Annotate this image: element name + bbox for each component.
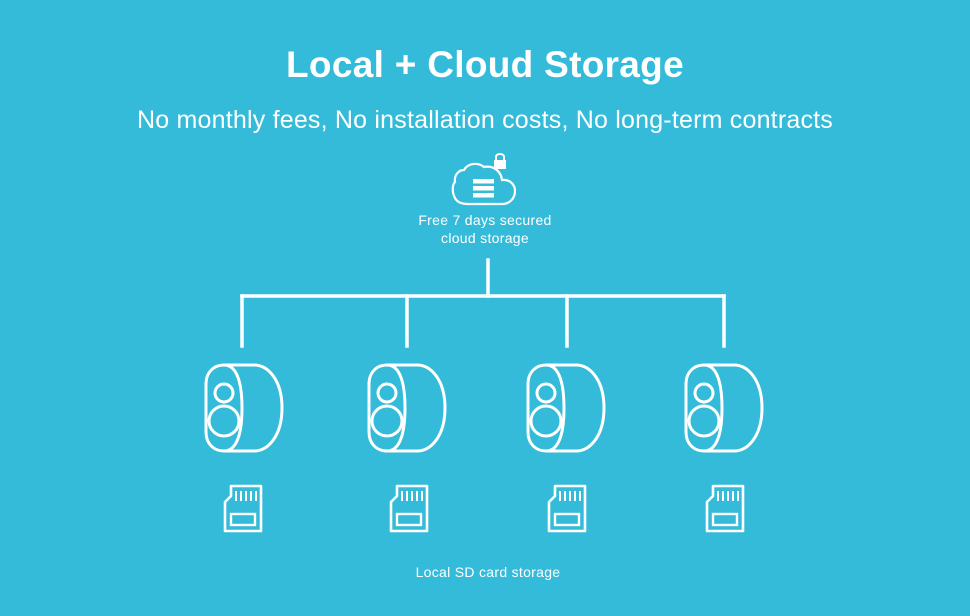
security-camera-icon xyxy=(684,363,764,453)
security-camera-icon xyxy=(526,363,606,453)
sd-card-icon xyxy=(705,484,745,533)
cloud-storage-label: Free 7 days secured cloud storage xyxy=(385,211,585,247)
sd-card-icon xyxy=(223,484,263,533)
security-camera-icon xyxy=(204,363,284,453)
sd-card-icon xyxy=(547,484,587,533)
cloud-label-line-2: cloud storage xyxy=(441,230,529,246)
local-storage-label: Local SD card storage xyxy=(415,564,561,580)
sd-card-icon xyxy=(389,484,429,533)
security-camera-icon xyxy=(367,363,447,453)
page-title: Local + Cloud Storage xyxy=(286,44,684,85)
page-subtitle: No monthly fees, No installation costs, … xyxy=(136,106,834,134)
cloud-label-line-1: Free 7 days secured xyxy=(418,212,552,228)
connector-tree xyxy=(240,258,726,348)
cloud-server-lock-icon xyxy=(451,153,517,206)
